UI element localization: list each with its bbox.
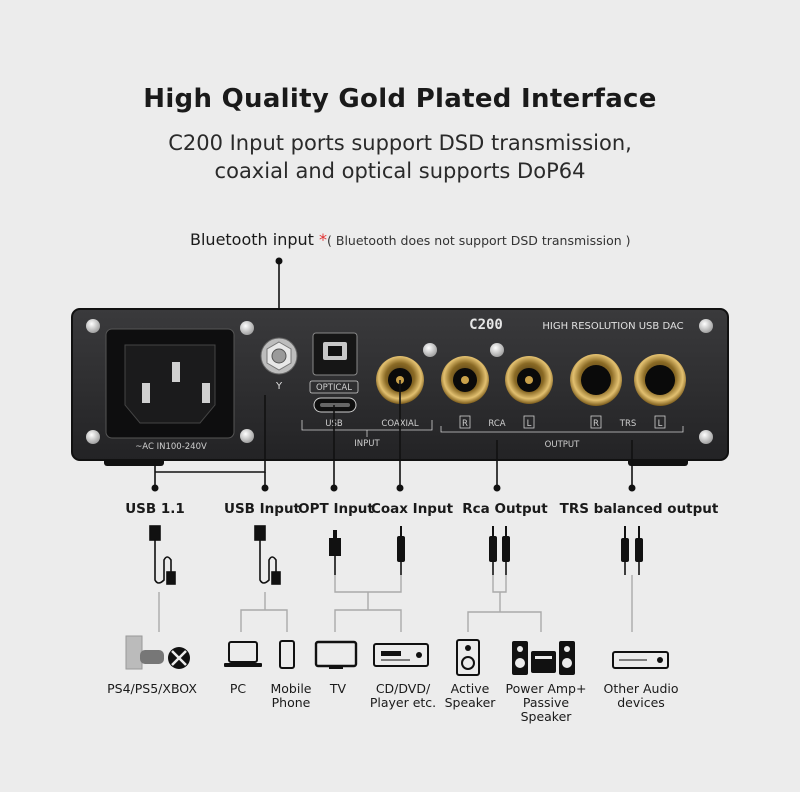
other-label-line2: devices — [617, 695, 665, 710]
power-amp-speaker-icon — [512, 641, 575, 675]
ac-power-socket — [105, 328, 235, 439]
tv-label: TV — [329, 681, 347, 696]
rca-label: RCA — [488, 419, 505, 429]
amp-label-line2: Passive — [522, 695, 570, 710]
trs-right-port — [570, 354, 622, 406]
rca-l-label: L — [527, 419, 532, 429]
active-label-line1: Active — [450, 681, 490, 696]
trs-cable-icon — [621, 526, 643, 575]
bluetooth-input-label: Bluetooth input *( Bluetooth does not su… — [190, 230, 631, 249]
usb-cable-icon — [149, 525, 176, 585]
rca-r-label: R — [462, 419, 468, 429]
power-amp-label: Power Amp+ Passive Speaker — [506, 682, 587, 724]
console-icon — [125, 635, 190, 670]
coax-input-label: Coax Input — [370, 501, 454, 517]
subtitle-line-1: C200 Input ports support DSD transmissio… — [168, 131, 632, 155]
subtitle-line-2: coaxial and optical supports DoP64 — [214, 159, 586, 183]
active-label-line2: Speaker — [444, 695, 496, 710]
other-audio-label: Other Audio devices — [604, 682, 679, 710]
other-audio-device-icon — [612, 651, 669, 669]
mobile-label-line2: Phone — [271, 695, 311, 710]
active-speaker-icon — [456, 639, 480, 676]
trs-output-label: TRS balanced output — [559, 501, 719, 517]
rca-right-port — [441, 356, 489, 404]
output-group-label: OUTPUT — [545, 440, 580, 450]
trs-r-label: R — [593, 419, 599, 429]
mobile-label: Mobile Phone — [270, 682, 311, 710]
cd-label-line1: CD/DVD/ — [375, 681, 431, 696]
model-text: HIGH RESOLUTION USB DAC — [542, 321, 683, 332]
optical-label: OPTICAL — [316, 383, 352, 393]
optical-port — [312, 332, 358, 376]
device-connector-lines — [158, 575, 633, 632]
cd-label-line2: Player etc. — [369, 695, 437, 710]
mobile-phone-icon — [279, 640, 295, 669]
tv-icon — [314, 640, 358, 669]
bluetooth-label: Bluetooth input — [190, 230, 314, 249]
pointer-lines — [154, 380, 633, 488]
trs-left-port — [634, 354, 686, 406]
page-title: High Quality Gold Plated Interface — [143, 84, 657, 114]
trs-label: TRS — [619, 419, 637, 429]
usb-input-cable-icon — [254, 525, 281, 585]
usb11-label: USB 1.1 — [125, 501, 185, 517]
trs-l-label: L — [658, 419, 663, 429]
pc-laptop-icon — [224, 641, 262, 667]
amp-label-line1: Power Amp+ — [505, 681, 587, 696]
optical-cable-icon — [329, 530, 341, 575]
usb-input-label: USB Input — [223, 501, 301, 517]
antenna-symbol: Y — [275, 381, 283, 392]
rca-left-port — [505, 356, 553, 404]
input-group-label: INPUT — [354, 439, 380, 449]
usb-port — [313, 397, 357, 413]
pc-label: PC — [229, 681, 247, 696]
active-speaker-label: Active Speaker — [445, 682, 496, 710]
antenna-connector — [260, 337, 298, 375]
brand-logo: C200 — [469, 317, 503, 333]
opt-input-label: OPT Input — [298, 501, 374, 517]
panel-screws — [86, 319, 713, 444]
mobile-label-line1: Mobile — [270, 681, 312, 696]
amp-label-line3: Speaker — [520, 709, 572, 724]
bluetooth-note: ( Bluetooth does not support DSD transmi… — [327, 233, 631, 248]
bluetooth-asterisk: * — [319, 230, 328, 249]
power-label: ~AC IN100-240V — [135, 442, 207, 452]
rca-cable-icon — [489, 526, 510, 575]
rca-output-label: Rca Output — [462, 501, 548, 517]
console-label: PS4/PS5/XBOX — [107, 681, 197, 696]
cd-player-label: CD/DVD/ Player etc. — [370, 682, 436, 710]
cd-dvd-player-icon — [373, 643, 429, 667]
coax-cable-icon — [397, 526, 405, 575]
other-label-line1: Other Audio — [603, 681, 679, 696]
